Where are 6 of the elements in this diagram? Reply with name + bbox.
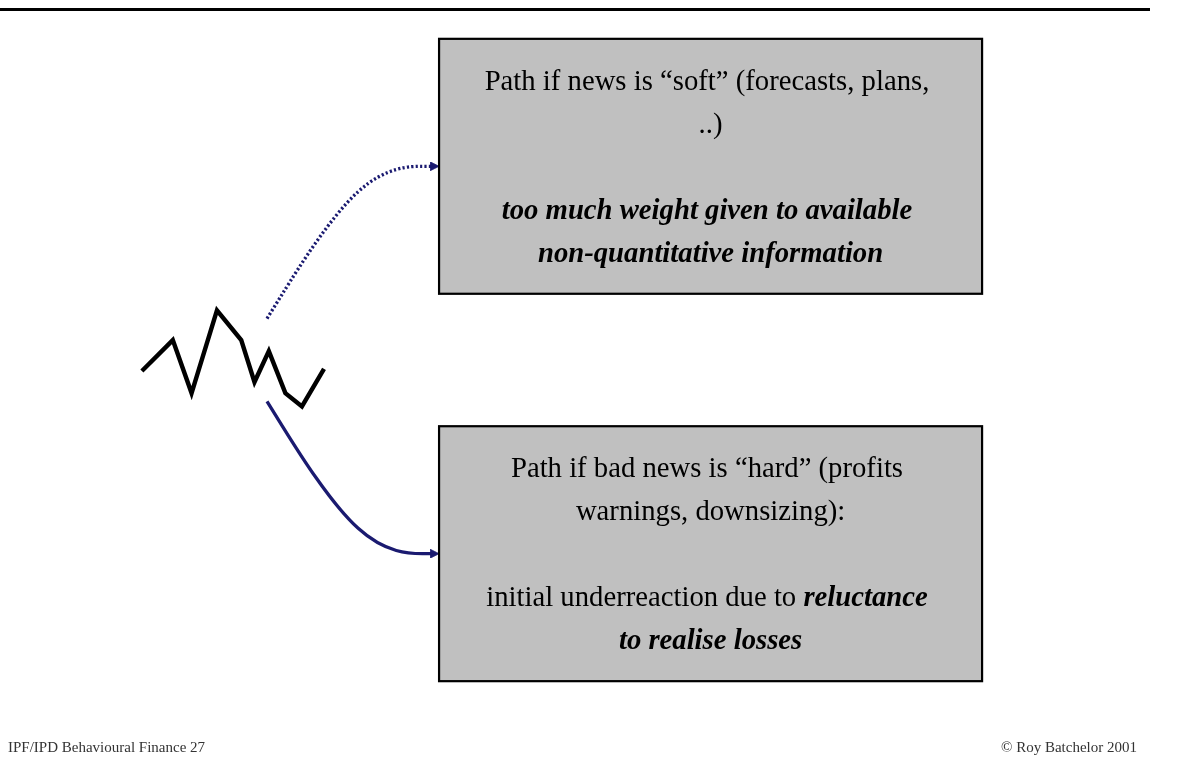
arrow: [265, 400, 440, 559]
node-box: Path if bad news is “hard” (profits warnings, downsizing): initial underreaction due to reluctance to realise losses: [437, 425, 984, 683]
node-box: Path if news is “soft” (forecasts, plans, ..) too much weight given to available non-quantitative information: [437, 37, 984, 295]
footer-text: © Roy Batchelor 2001: [1001, 739, 1137, 756]
arrow: [265, 161, 440, 320]
footer-text: IPF/IPD Behavioural Finance 27: [8, 739, 206, 756]
